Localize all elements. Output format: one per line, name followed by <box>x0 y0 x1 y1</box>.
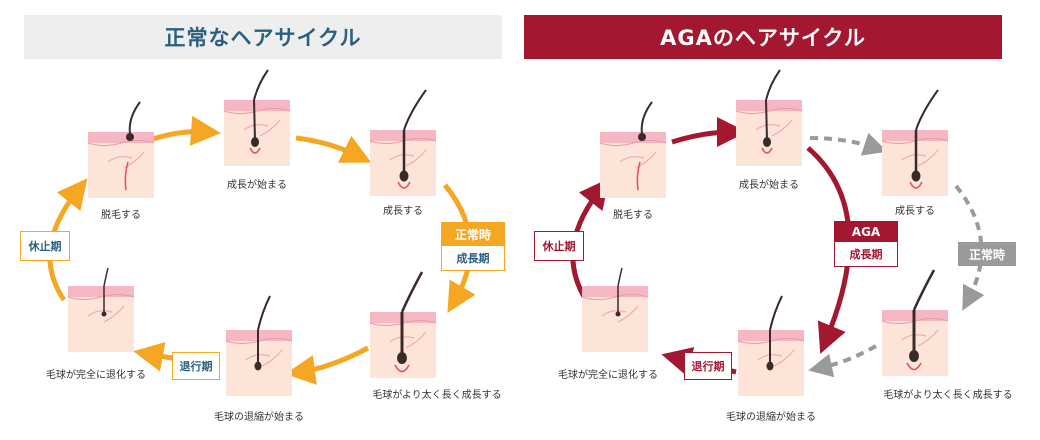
phase-growth-badge: 正常時 成長期 <box>441 222 505 271</box>
dashed-arrow-thicker-to-regression <box>808 344 877 378</box>
dashed-arrow-growing-to-thicker <box>954 184 985 311</box>
aga-cycle-title: AGAのヘアサイクル <box>524 15 1002 59</box>
aga-normal-time-label: 正常時 <box>958 242 1016 266</box>
aga-caption-growth-start: 成長が始まる <box>739 180 799 191</box>
aga-phase-regression-label: 退行期 <box>684 352 732 380</box>
aga-stage-thicker-illustration <box>881 269 949 377</box>
growth-phase-label: 成長期 <box>442 246 504 270</box>
aga-caption-regression-start: 毛球の退縮が始まる <box>726 412 816 423</box>
aga-stage-growing-illustration <box>881 89 949 197</box>
aga-stage-growth-start-illustration <box>735 69 803 167</box>
stage-growth-start-illustration <box>223 69 291 167</box>
aga-label: AGA <box>835 222 897 242</box>
caption-shedding: 脱毛する <box>101 210 141 221</box>
phase-regression-label: 退行期 <box>172 352 220 380</box>
arrow-thicker-to-regression <box>285 345 370 385</box>
normal-time-label: 正常時 <box>442 223 504 246</box>
aga-stage-regression-start-illustration <box>737 295 805 397</box>
caption-regressed: 毛球が完全に退化する <box>46 370 146 381</box>
caption-regression-start: 毛球の退縮が始まる <box>214 412 304 423</box>
aga-cycle-panel: AGAのヘアサイクル <box>520 0 1040 440</box>
aga-stage-regressed-illustration <box>581 267 649 353</box>
aga-caption-regressed: 毛球が完全に退化する <box>558 370 658 381</box>
arrow-shedding-to-start <box>149 115 221 146</box>
caption-growing: 成長する <box>383 206 423 217</box>
aga-stage-shedding-illustration <box>599 101 667 199</box>
stage-growing-illustration <box>369 89 437 197</box>
aga-caption-thicker: 毛球がより太く長く成長する <box>883 390 1013 401</box>
aga-growth-phase-label: 成長期 <box>835 242 897 266</box>
aga-phase-rest-label: 休止期 <box>534 231 584 261</box>
normal-cycle-title: 正常なヘアサイクル <box>24 15 502 59</box>
aga-growth-badge: AGA 成長期 <box>834 221 898 267</box>
arrow-start-to-growing <box>295 135 372 163</box>
normal-cycle-panel: 正常なヘアサイクル <box>20 15 505 423</box>
caption-thicker: 毛球がより太く長く成長する <box>372 390 502 401</box>
aga-arrow-shedding-to-start <box>671 117 747 148</box>
dashed-arrow-start-to-growing <box>809 132 888 156</box>
stage-thicker-illustration <box>369 271 437 379</box>
stage-shedding-illustration <box>87 101 155 199</box>
stage-regression-start-illustration <box>225 295 293 397</box>
stage-regressed-illustration <box>67 267 135 353</box>
caption-growth-start: 成長が始まる <box>227 180 287 191</box>
aga-caption-shedding: 脱毛する <box>613 210 653 221</box>
phase-rest-label: 休止期 <box>20 231 70 261</box>
aga-caption-growing: 成長する <box>895 206 935 217</box>
